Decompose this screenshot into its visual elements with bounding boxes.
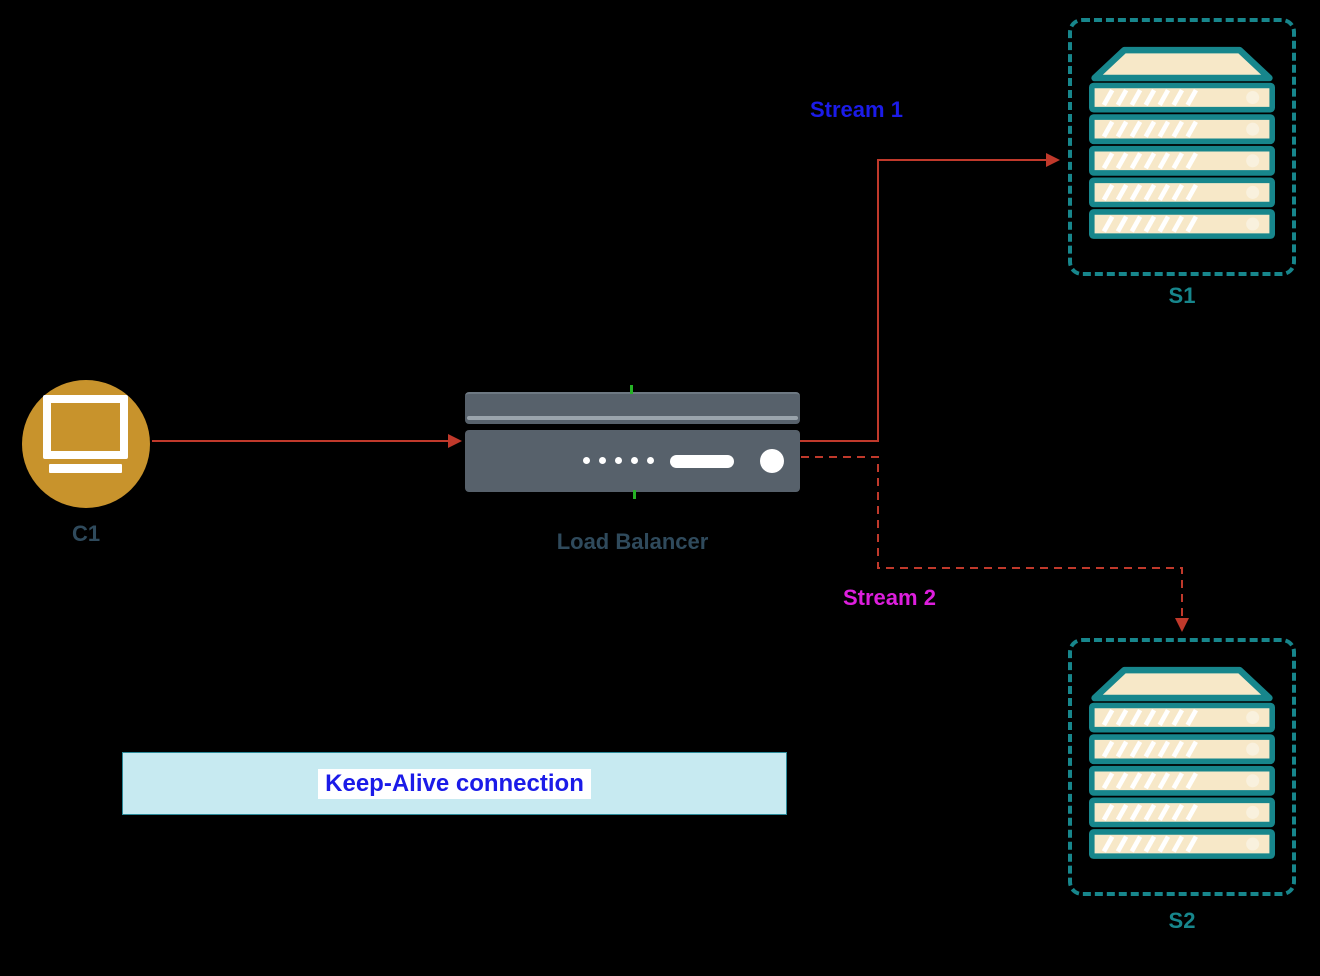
connector-point-top — [630, 385, 633, 394]
arrowhead-stream1 — [1046, 153, 1060, 167]
computer-monitor-stand — [49, 464, 122, 473]
keep-alive-label: Keep-Alive connection — [318, 768, 591, 799]
arrowhead-client-to-lb — [448, 434, 462, 448]
lb-dot-icon — [647, 457, 654, 464]
load-balancer-node[interactable] — [465, 385, 800, 499]
client-label: C1 — [71, 521, 101, 546]
server-group-s1[interactable] — [1068, 18, 1296, 276]
client-node[interactable] — [22, 380, 150, 508]
load-balancer-top-panel — [465, 392, 800, 424]
arrowhead-stream2 — [1175, 618, 1189, 632]
connector-point-bottom — [633, 490, 636, 499]
computer-monitor-icon — [43, 395, 128, 459]
stream2-label: Stream 2 — [843, 585, 936, 610]
stream1-label: Stream 1 — [810, 97, 903, 122]
server-rack-icon — [1089, 666, 1275, 859]
lb-dot-icon — [583, 457, 590, 464]
load-balancer-label: Load Balancer — [556, 529, 709, 554]
lb-slot-icon — [670, 455, 734, 468]
server-rack-icon — [1089, 46, 1275, 239]
load-balancer-body-panel — [465, 430, 800, 492]
lb-dot-icon — [599, 457, 606, 464]
server-group-s2[interactable] — [1068, 638, 1296, 896]
lb-dot-icon — [631, 457, 638, 464]
lb-dot-icon — [615, 457, 622, 464]
lb-circle-icon — [760, 449, 784, 473]
edge-stream1 — [800, 159, 1046, 442]
server2-label: S2 — [1168, 908, 1196, 933]
server1-label: S1 — [1168, 283, 1196, 308]
keep-alive-box[interactable]: Keep-Alive connection — [122, 752, 787, 815]
